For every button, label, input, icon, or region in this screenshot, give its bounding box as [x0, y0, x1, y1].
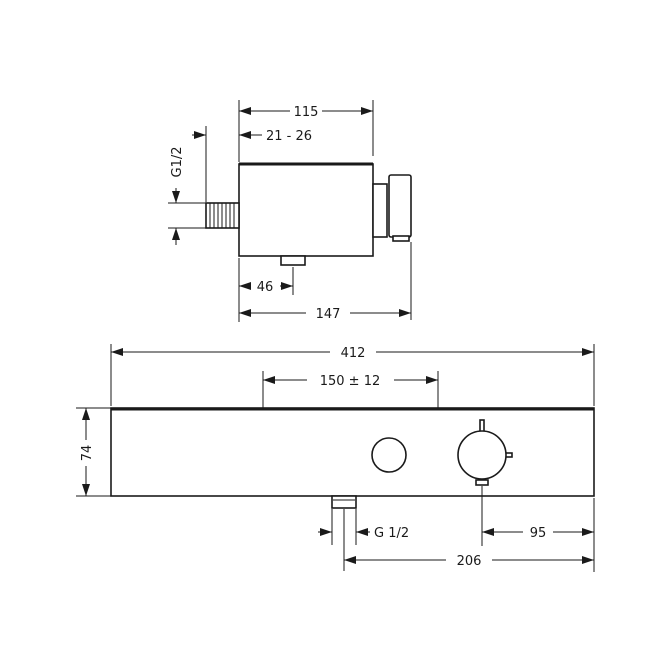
dim-centers-label: 150 ± 12	[320, 374, 381, 389]
outlet-nub-front	[331, 495, 357, 509]
dim-length-label: 412	[341, 346, 366, 361]
temperature-knob	[457, 430, 507, 480]
flow-button	[371, 437, 407, 473]
outlet-nub-side	[280, 255, 306, 266]
dim-width-label: 115	[294, 105, 319, 120]
dim-height-label: 74	[80, 445, 95, 462]
knob-tab	[392, 235, 410, 242]
inlet-thread	[205, 202, 240, 229]
thermostat-body-side	[238, 163, 374, 257]
knob-side	[388, 174, 412, 238]
side-view: 115 21 - 26 G1/2 46 147	[168, 100, 412, 322]
dim-control-label: 95	[530, 526, 547, 541]
knob-base	[372, 183, 388, 238]
dim-outlet-label: 46	[257, 280, 274, 295]
thermostat-body-front	[110, 407, 595, 497]
dim-outlet-thread-label: G 1/2	[374, 526, 409, 541]
dim-thread-label: G1/2	[170, 147, 185, 178]
dim-depth-label: 147	[316, 307, 341, 322]
knob-tab-front	[475, 479, 489, 486]
front-view: 412 150 ± 12 74 G 1/2 95 206	[76, 344, 595, 572]
dim-wall-label: 21 - 26	[266, 129, 312, 144]
dim-outlet-pos-label: 206	[457, 554, 482, 569]
